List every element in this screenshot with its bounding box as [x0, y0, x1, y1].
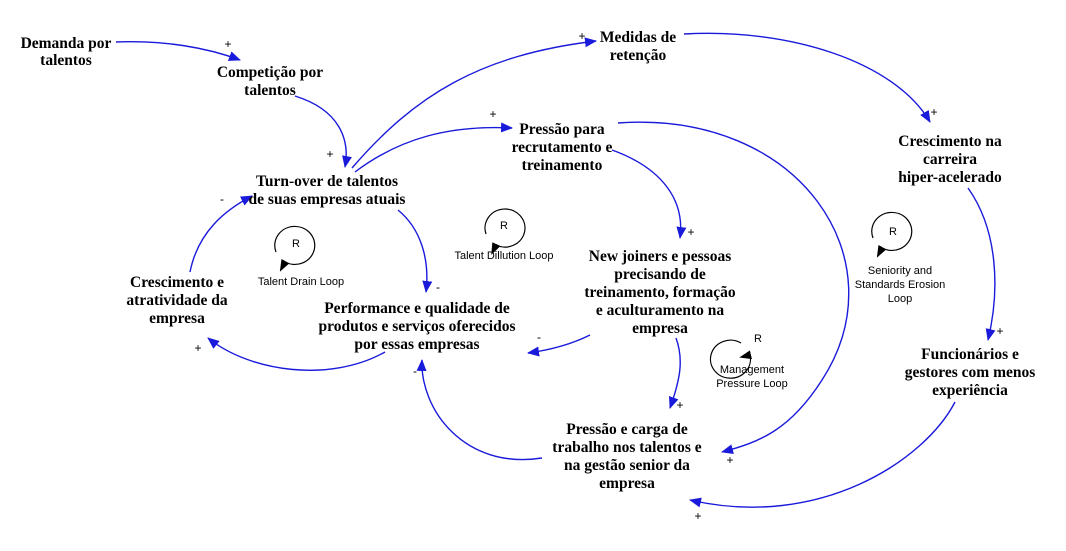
node-line: Demanda por	[21, 35, 112, 52]
node-line: Pressão e carga de	[566, 421, 688, 438]
node-new-joiners: New joiners e pessoas precisando de trei…	[584, 248, 735, 337]
node-medidas: Medidas de retenção	[600, 29, 676, 64]
node-line: Medidas de	[600, 29, 676, 46]
loop-label: Loop	[888, 293, 912, 305]
node-line: Pressão para	[519, 121, 605, 138]
loop-label: Standards Erosion	[855, 279, 946, 291]
node-crescimento-empresa: Crescimento e atratividade da empresa	[126, 274, 227, 327]
node-funcionarios: Funcionários e gestores com menos experi…	[905, 346, 1036, 399]
polarity-sign: +	[687, 225, 694, 239]
link-crescimento-carreira-funcionarios	[967, 187, 996, 341]
node-line: empresa	[632, 320, 688, 337]
link-new-joiners-performance	[527, 334, 591, 357]
node-line: Funcionários e	[921, 346, 1019, 363]
node-line: produtos e serviços oferecidos	[318, 318, 515, 335]
node-line: Competição por	[217, 64, 323, 81]
loop-label: Management	[720, 364, 784, 376]
node-line: retenção	[610, 47, 667, 64]
polarity-sign: -	[220, 192, 224, 206]
loop-marker: R	[754, 333, 762, 345]
loop-arrow-icon	[274, 225, 316, 272]
node-pressao-carga: Pressão e carga de trabalho nos talentos…	[552, 421, 702, 492]
node-competicao: Competição por talentos	[217, 64, 323, 99]
link-new-joiners-pressao-carga	[668, 337, 681, 409]
node-line: Crescimento na	[898, 133, 1002, 150]
link-pressao-recrutamento-new-joiners	[611, 149, 687, 239]
node-line: por essas empresas	[354, 336, 479, 353]
link-turnover-performance	[397, 209, 433, 293]
node-line: Turn-over de talentos	[256, 173, 398, 190]
loop-management-pressure: R Management Pressure Loop	[709, 333, 788, 390]
node-performance: Performance e qualidade de produtos e se…	[318, 300, 515, 353]
loop-marker: R	[292, 238, 300, 250]
link-funcionarios-pressao-carga	[689, 401, 956, 508]
polarity-sign: +	[694, 509, 701, 523]
loop-talent-dilution: R Talent Dillution Loop	[454, 208, 554, 262]
link-demanda-competicao	[115, 41, 241, 61]
polarity-sign: -	[413, 364, 417, 378]
loop-marker: R	[500, 220, 508, 232]
link-pressao-carga-performance	[416, 359, 543, 461]
link-competicao-turnover	[294, 95, 352, 168]
node-line: empresa	[599, 475, 655, 492]
polarity-sign: +	[996, 324, 1003, 338]
loop-label: Talent Dillution Loop	[454, 250, 553, 262]
loop-arrow-icon	[871, 211, 913, 258]
loop-talent-drain: R Talent Drain Loop	[258, 225, 344, 288]
node-line: carreira	[923, 151, 977, 168]
node-line: treinamento	[522, 157, 603, 174]
node-line: recrutamento e	[512, 139, 613, 156]
polarity-sign: +	[578, 29, 585, 43]
loop-marker: R	[889, 226, 897, 238]
node-line: e aculturamento na	[596, 302, 725, 319]
node-line: treinamento, formação	[584, 284, 735, 301]
polarity-sign: +	[326, 147, 333, 161]
loop-label: Talent Drain Loop	[258, 276, 344, 288]
node-line: New joiners e pessoas	[589, 248, 732, 265]
link-medidas-crescimento-carreira	[683, 32, 931, 123]
node-line: hiper-acelerado	[898, 169, 1002, 186]
polarity-sign: +	[224, 37, 231, 51]
node-turnover: Turn-over de talentos de suas empresas a…	[249, 173, 406, 208]
polarity-sign: +	[930, 105, 937, 119]
polarity-sign: -	[537, 330, 541, 344]
polarity-sign: +	[676, 398, 683, 412]
node-line: talentos	[40, 52, 92, 69]
polarity-sign: +	[489, 107, 496, 121]
link-performance-crescimento	[207, 337, 386, 371]
node-line: talentos	[244, 82, 296, 99]
node-demanda: Demanda por talentos	[21, 35, 112, 69]
loop-arrow-icon	[484, 208, 526, 255]
loop-seniority: R Seniority and Standards Erosion Loop	[855, 211, 946, 305]
loop-label: Pressure Loop	[716, 378, 788, 390]
node-line: trabalho nos talentos e	[552, 439, 702, 456]
node-line: precisando de	[614, 266, 706, 283]
node-line: gestores com menos	[905, 364, 1036, 381]
polarity-sign: -	[436, 280, 440, 294]
node-pressao-recrutamento: Pressão para recrutamento e treinamento	[512, 121, 613, 174]
node-crescimento-carreira: Crescimento na carreira hiper-acelerado	[898, 133, 1002, 186]
node-line: atratividade da	[126, 292, 227, 309]
polarity-sign: +	[194, 341, 201, 355]
node-line: empresa	[149, 310, 205, 327]
node-line: Crescimento e	[130, 274, 224, 291]
node-line: Performance e qualidade de	[324, 300, 510, 317]
link-pressao-recrutamento-pressao-carga	[617, 121, 850, 455]
polarity-sign: +	[726, 453, 733, 467]
link-turnover-medidas	[351, 37, 597, 169]
loop-label: Seniority and	[868, 265, 932, 277]
node-line: na gestão senior da	[564, 457, 690, 474]
link-crescimento-turnover	[189, 195, 253, 273]
loop-arrow-icon	[709, 339, 752, 379]
node-line: de suas empresas atuais	[249, 191, 406, 208]
node-line: experiência	[932, 382, 1008, 399]
link-turnover-pressao-recrutamento	[354, 122, 513, 173]
